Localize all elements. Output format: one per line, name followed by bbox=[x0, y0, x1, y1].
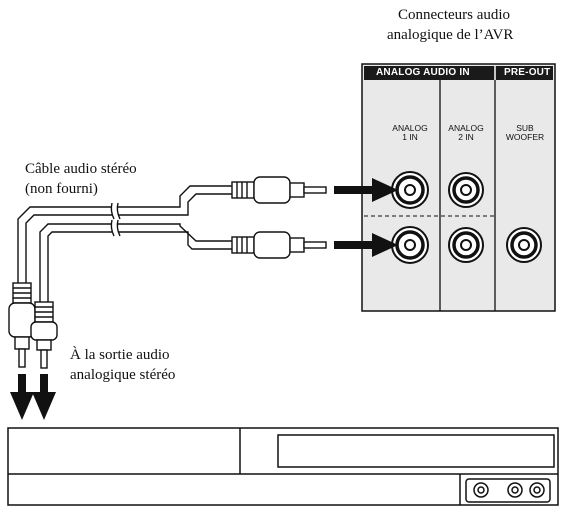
source-output-jacks bbox=[465, 478, 551, 503]
jack2-label: ANALOG 2 IN bbox=[444, 124, 488, 142]
rca-plug bbox=[30, 301, 58, 369]
jack1-label: ANALOG 1 IN bbox=[388, 124, 432, 142]
avr-caption-line1: Connecteurs audio bbox=[398, 7, 511, 23]
cable-label-line2: (non fourni) bbox=[25, 181, 98, 197]
stereo-cable bbox=[17, 185, 232, 302]
jack3-label-line1: SUB bbox=[516, 123, 534, 133]
jack-analog2-left bbox=[448, 172, 484, 208]
source-label-line2: analogique stéréo bbox=[70, 367, 176, 383]
cable-label-line1: Câble audio stéréo bbox=[25, 161, 137, 177]
arrow-down-icon bbox=[32, 374, 56, 420]
jack1-label-line2: 1 IN bbox=[402, 132, 418, 142]
jack-subwoofer bbox=[506, 227, 542, 263]
jack3-label-line2: WOOFER bbox=[505, 132, 545, 142]
jack2-label-line1: ANALOG bbox=[448, 123, 484, 133]
jack-analog2-right bbox=[448, 227, 484, 263]
header-pre-out: PRE-OUT bbox=[504, 67, 551, 78]
source-label-line1: À la sortie audio bbox=[70, 347, 170, 363]
rca-plug bbox=[231, 176, 327, 204]
arrow-right-icon bbox=[334, 233, 398, 257]
arrow-right-icon bbox=[334, 178, 398, 202]
arrow-down-icon bbox=[10, 374, 34, 420]
jack1-label-line1: ANALOG bbox=[392, 123, 428, 133]
jack3-label: SUB WOOFER bbox=[499, 124, 551, 142]
jack2-label-line2: 2 IN bbox=[458, 132, 474, 142]
avr-caption-line2: analogique de l’AVR bbox=[387, 27, 514, 43]
rca-plug bbox=[8, 282, 36, 368]
header-analog-audio-in: ANALOG AUDIO IN bbox=[376, 67, 470, 78]
rca-plug bbox=[231, 231, 327, 259]
